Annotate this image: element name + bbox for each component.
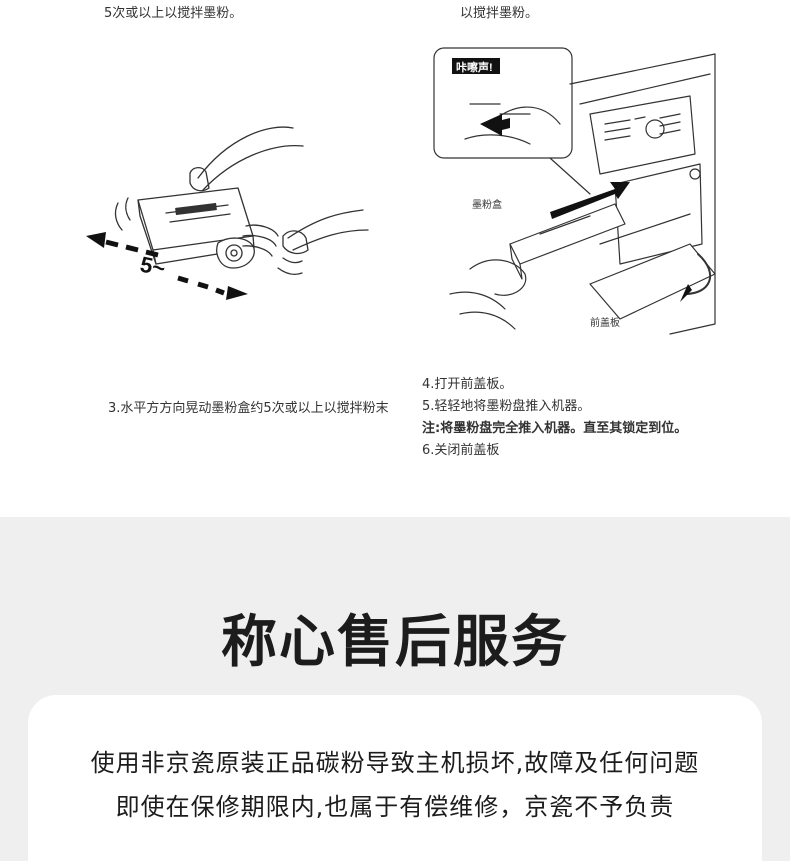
shake-count-label: 5~ — [138, 252, 168, 282]
steps-4-6-caption: 4.打开前盖板。 5.轻轻地将墨粉盘推入机器。 注:将墨粉盘完全推入机器。直至其… — [422, 374, 762, 462]
instruction-section: 5次或以上以搅拌墨粉。 以搅拌墨粉。 — [86, 6, 762, 462]
click-sound-label: 咔嚓声! — [456, 60, 493, 74]
step-3-caption: 3.水平方方向晃动墨粉盒约5次或以上以搅拌粉末 — [108, 401, 389, 416]
service-title: 称心售后服务 — [221, 610, 569, 675]
front-cover-label: 前盖板 — [590, 316, 620, 329]
shake-cartridge-illustration: 5~ — [86, 126, 369, 300]
note-text: 注:将墨粉盘完全推入机器。直至其锁定到位。 — [422, 421, 688, 436]
step-6-text: 6.关闭前盖板 — [422, 443, 500, 458]
service-notice-text: 使用非京瓷原装正品碳粉导致主机损坏,故障及任何问题 即使在保修期限内,也属于有偿… — [28, 741, 762, 829]
top-right-text: 以搅拌墨粉。 — [460, 6, 539, 21]
service-notice-line-2: 即使在保修期限内,也属于有偿维修，京瓷不予负责 — [115, 793, 675, 821]
step-4-text: 4.打开前盖板。 — [422, 377, 513, 392]
top-left-text: 5次或以上以搅拌墨粉。 — [104, 6, 243, 21]
insert-cartridge-illustration: 咔嚓声! 墨粉盒 前盖板 — [433, 47, 716, 335]
after-sales-section: 称心售后服务 使用非京瓷原装正品碳粉导致主机损坏,故障及任何问题 即使在保修期限… — [0, 517, 790, 861]
service-notice-line-1: 使用非京瓷原装正品碳粉导致主机损坏,故障及任何问题 — [90, 749, 700, 777]
step-5-text: 5.轻轻地将墨粉盘推入机器。 — [422, 399, 591, 414]
cartridge-label: 墨粉盒 — [472, 198, 502, 211]
service-notice-card: 使用非京瓷原装正品碳粉导致主机损坏,故障及任何问题 即使在保修期限内,也属于有偿… — [28, 695, 762, 861]
